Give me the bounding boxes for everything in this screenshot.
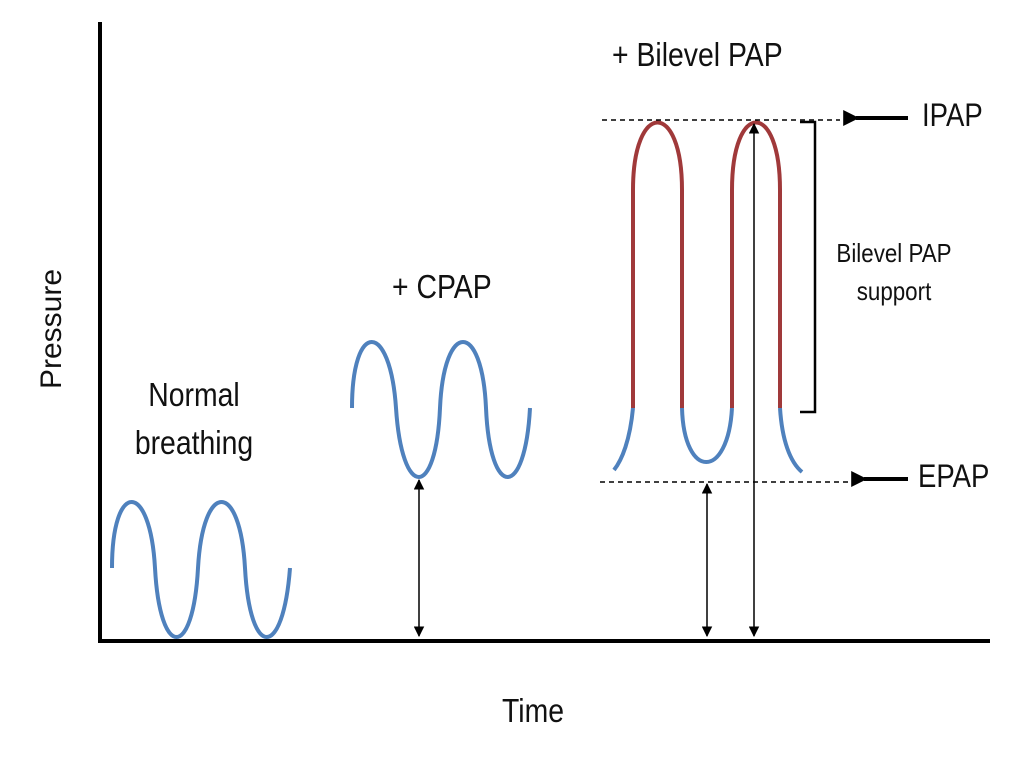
y-axis-label: Pressure <box>35 268 68 390</box>
support-bracket <box>800 120 817 414</box>
bilevel-support-label-line2: support <box>856 276 932 306</box>
ipap-label: IPAP <box>922 97 983 133</box>
bilevel-wave-epap-segment <box>778 407 804 474</box>
cpap-label: + CPAP <box>392 268 492 305</box>
x-axis-label: Time <box>502 692 565 729</box>
normal-breathing-label-line1: Normal <box>148 376 240 413</box>
bilevel-label: + Bilevel PAP <box>612 36 783 73</box>
bilevel-wave-ipap-segment <box>730 120 782 408</box>
bilevel-wave-epap-segment <box>612 407 635 472</box>
bilevel-wave-ipap-segment <box>631 120 684 408</box>
normal-breathing-wave <box>110 500 292 639</box>
bilevel-support-label-line1: Bilevel PAP <box>836 238 952 268</box>
epap-label: EPAP <box>918 458 990 494</box>
cpap-wave <box>350 340 532 479</box>
bilevel-wave-epap-segment <box>680 407 734 464</box>
normal-breathing-label-line2: breathing <box>134 424 254 461</box>
